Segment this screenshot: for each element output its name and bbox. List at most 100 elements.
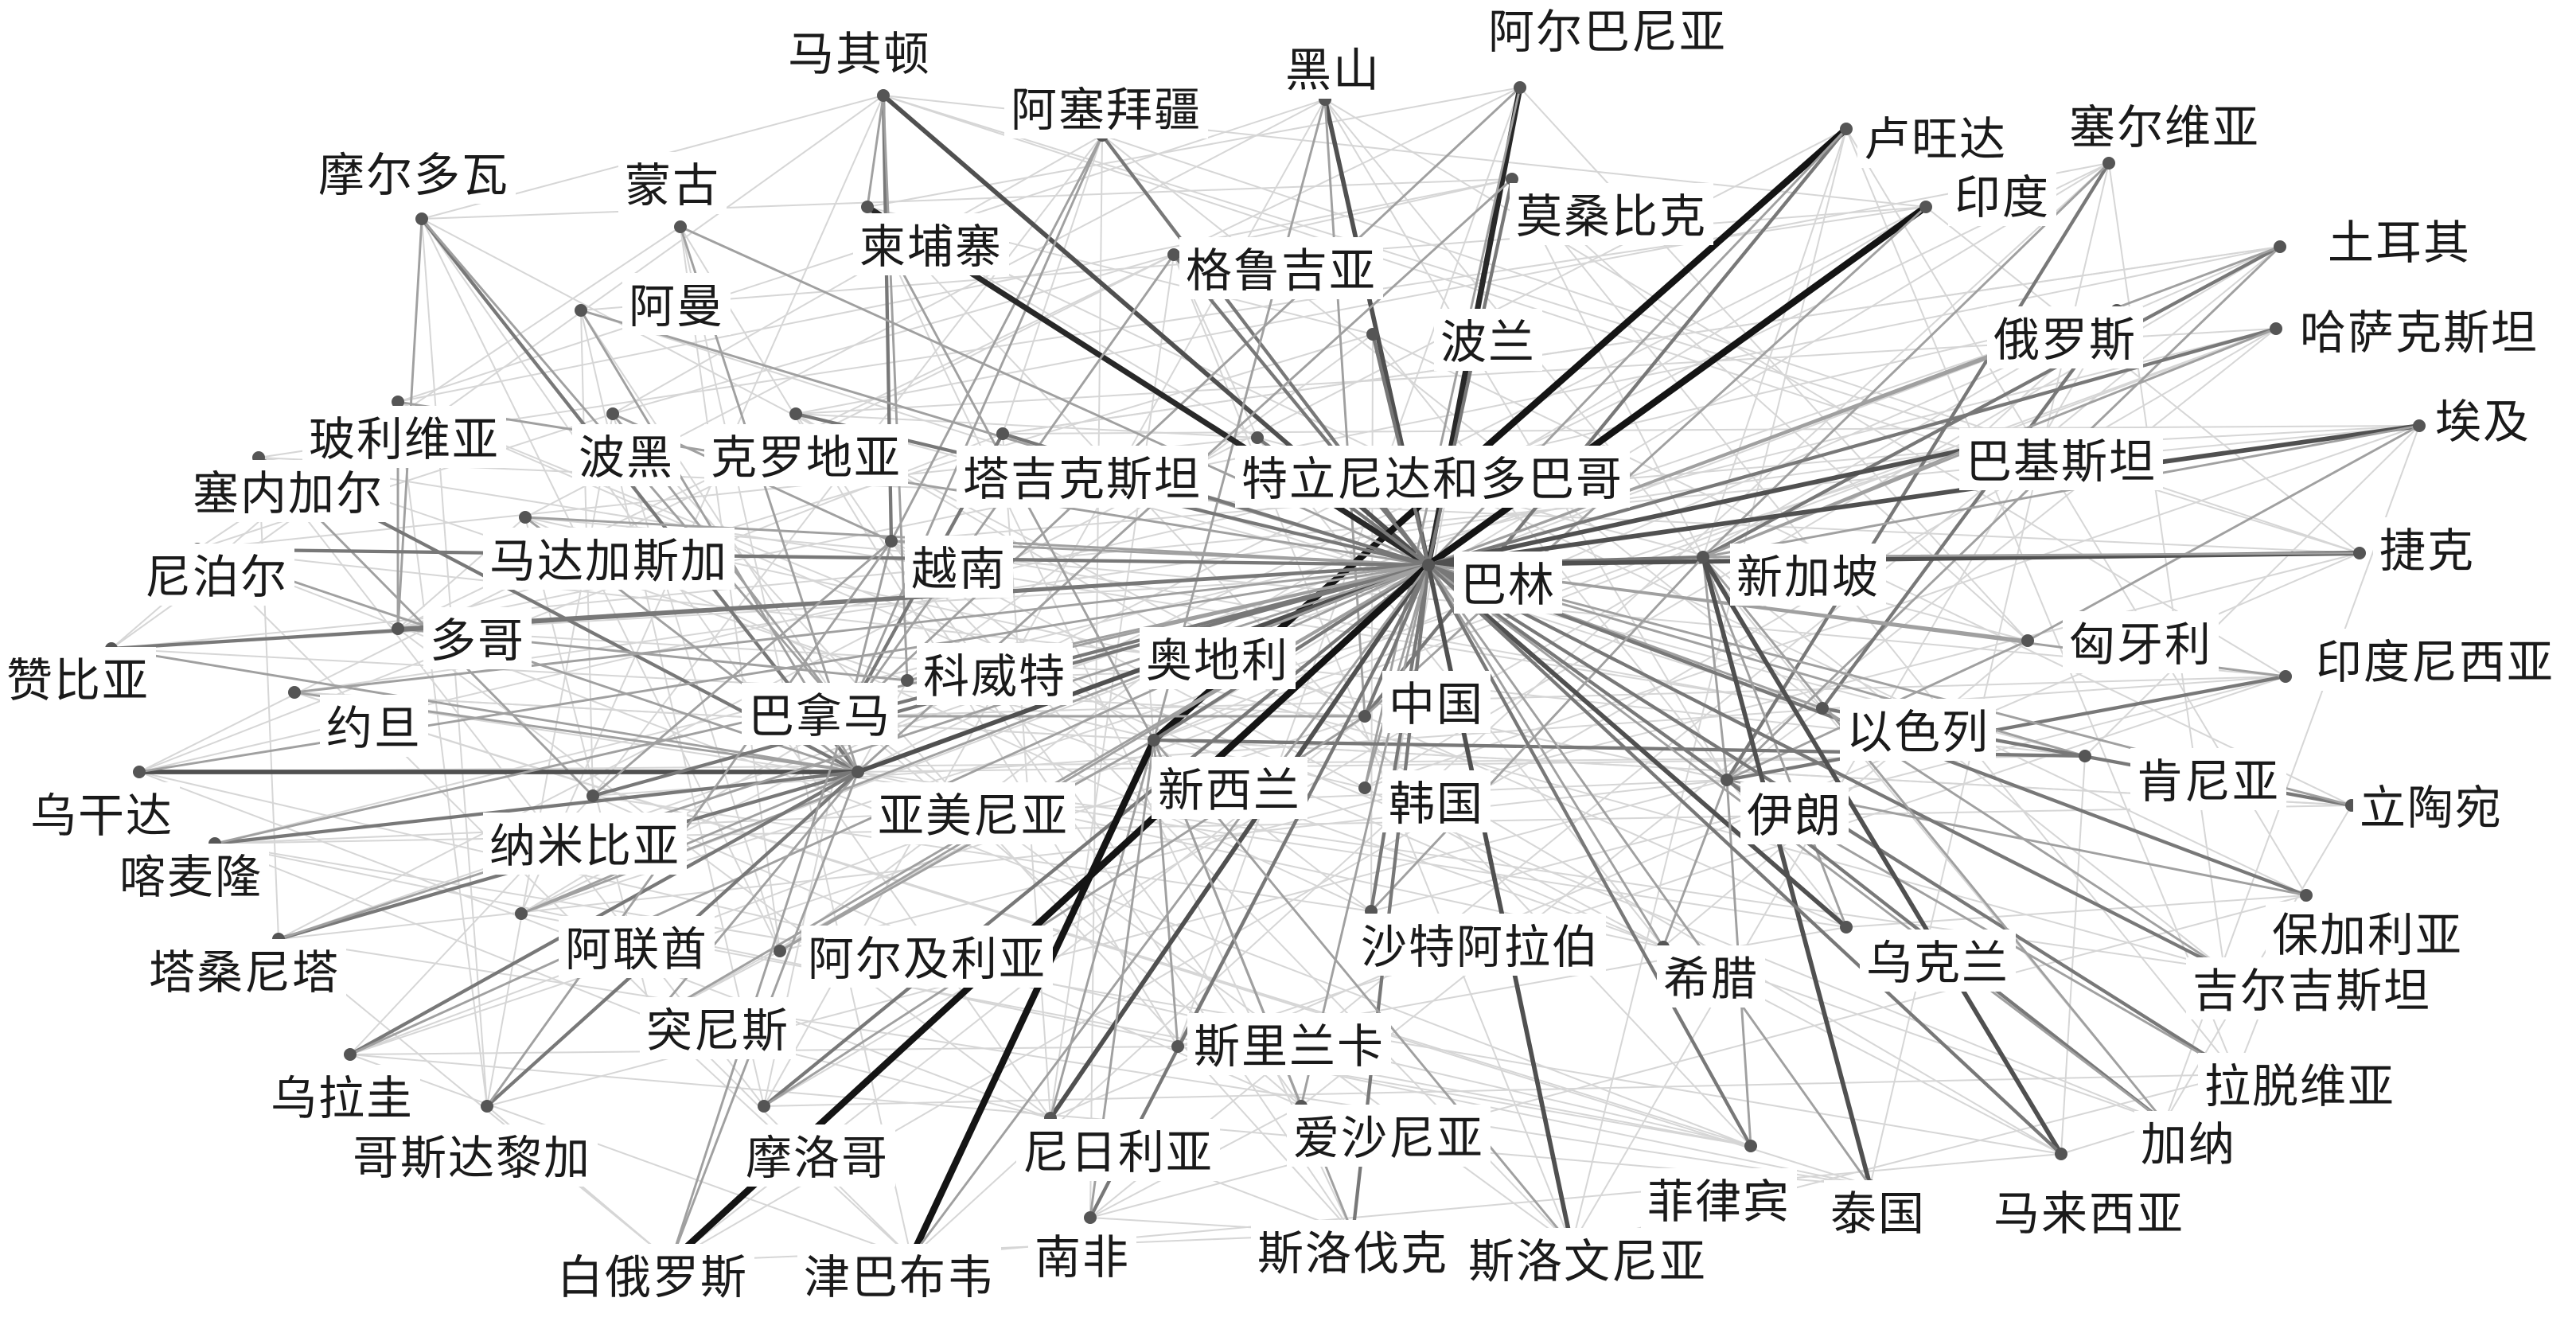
- edge-faint: [883, 95, 1966, 450]
- node: 塔吉克斯坦: [957, 427, 1208, 508]
- node: 立陶宛: [2345, 774, 2509, 836]
- node-label-background: [0, 647, 156, 709]
- node: 埃及: [2413, 388, 2537, 450]
- node-label-background: [2373, 517, 2481, 579]
- node-label-background: [1140, 627, 1296, 689]
- node-dot: [2079, 750, 2091, 762]
- node: 赞比亚: [0, 642, 156, 709]
- edge-faint: [294, 692, 2352, 806]
- node: 波黑: [572, 407, 680, 486]
- node: 喀麦隆: [113, 837, 269, 906]
- edge-faint: [1324, 99, 1823, 709]
- node: 伊朗: [1721, 774, 1849, 844]
- node: 巴基斯坦: [1959, 428, 2163, 490]
- node-label-background: [186, 460, 390, 522]
- node-dot: [901, 674, 914, 687]
- node-dot: [2353, 547, 2366, 559]
- node-dot: [1721, 774, 1733, 786]
- node-label-background: [1354, 914, 1606, 976]
- node-label-background: [142, 939, 346, 1001]
- node-label-background: [2293, 299, 2545, 361]
- node-label: 蒙古: [625, 158, 720, 212]
- node-label: 约旦: [326, 701, 422, 755]
- node-label-background: [957, 446, 1208, 508]
- edge-faint: [1002, 425, 2420, 435]
- node-label-background: [1434, 309, 1542, 371]
- node: 摩尔多瓦: [312, 142, 516, 225]
- node: 阿尔巴尼亚: [1482, 0, 1733, 94]
- node-label-background: [1857, 106, 2013, 168]
- node-label: 卢旺达: [1864, 112, 2007, 166]
- node-dot: [2102, 157, 2115, 170]
- edge: [1171, 252, 1431, 567]
- node: 哈萨克斯坦: [2270, 299, 2545, 361]
- node: 乌克兰: [1840, 921, 2016, 992]
- node-label: 马来西亚: [1993, 1187, 2184, 1241]
- node-label: 黑山: [1285, 43, 1381, 97]
- edge-faint: [1148, 206, 1927, 673]
- edge: [396, 400, 1430, 567]
- node-label: 乌克兰: [1866, 936, 2009, 990]
- node-dot: [1697, 551, 1709, 563]
- node-label: 巴林: [1460, 558, 1556, 612]
- edge-faint: [1519, 87, 2028, 641]
- node-label: 斯洛文尼亚: [1468, 1234, 1707, 1288]
- node-label-background: [1840, 699, 1996, 761]
- node-label: 亚美尼亚: [878, 789, 1069, 843]
- node-label: 科威特: [923, 649, 1066, 704]
- node-label-background: [853, 213, 1009, 275]
- edge-faint: [1511, 178, 2028, 641]
- node-label: 哈萨克斯坦: [2300, 306, 2539, 360]
- node-label-background: [1948, 164, 2056, 226]
- node-label-background: [551, 1244, 754, 1306]
- node: 阿曼: [575, 273, 731, 335]
- node: 玻利维亚: [302, 396, 506, 468]
- node: 菲律宾: [1641, 1140, 1797, 1230]
- edge: [910, 563, 1430, 1259]
- edge: [293, 563, 1430, 694]
- node-dot: [1422, 559, 1435, 571]
- node-label-background: [423, 607, 532, 669]
- node: 纳米比亚: [483, 789, 687, 875]
- node-label: 斯洛伐克: [1257, 1226, 1448, 1280]
- node-dot: [415, 212, 428, 225]
- edge: [109, 563, 1431, 651]
- edge-faint: [1153, 328, 2277, 741]
- node-label-background: [1510, 183, 1713, 245]
- node-label: 新加坡: [1736, 550, 1880, 604]
- node: 新西兰: [1148, 734, 1307, 819]
- node: 印度: [1919, 164, 2056, 226]
- node-label-background: [312, 142, 516, 204]
- edge: [762, 563, 1431, 1109]
- node-label-background: [1187, 1013, 1391, 1075]
- node: 泰国: [1824, 1179, 1932, 1242]
- node: 柬埔寨: [853, 201, 1009, 275]
- edge-faint: [2084, 425, 2420, 757]
- edge: [1369, 563, 1431, 914]
- node-dot: [515, 907, 528, 920]
- node: 黑山: [1279, 37, 1387, 106]
- node: 捷克: [2353, 517, 2481, 579]
- node-dot: [1366, 328, 1379, 341]
- node-label: 阿曼: [629, 279, 724, 333]
- node-dot: [1084, 1211, 1097, 1224]
- edge: [110, 647, 859, 774]
- node-label-background: [797, 1244, 1001, 1306]
- edge-faint: [890, 540, 1372, 912]
- edge: [1701, 555, 2166, 1124]
- node-label-background: [483, 528, 735, 590]
- edge-faint: [349, 1054, 912, 1258]
- edge-faint: [1324, 99, 1728, 781]
- edge: [1725, 245, 2282, 781]
- edge-faint: [214, 843, 2062, 1155]
- node: 摩洛哥: [739, 1100, 895, 1187]
- node-dot: [674, 220, 687, 233]
- node-label-background: [559, 916, 715, 978]
- node-label: 波兰: [1440, 315, 1536, 369]
- node-label: 赞比亚: [6, 653, 150, 707]
- node-label-background: [622, 273, 731, 335]
- node: 南非: [1028, 1211, 1136, 1286]
- edge-faint: [138, 254, 1175, 773]
- node-label: 多哥: [430, 614, 525, 668]
- node: 塞尔维亚: [2063, 94, 2266, 170]
